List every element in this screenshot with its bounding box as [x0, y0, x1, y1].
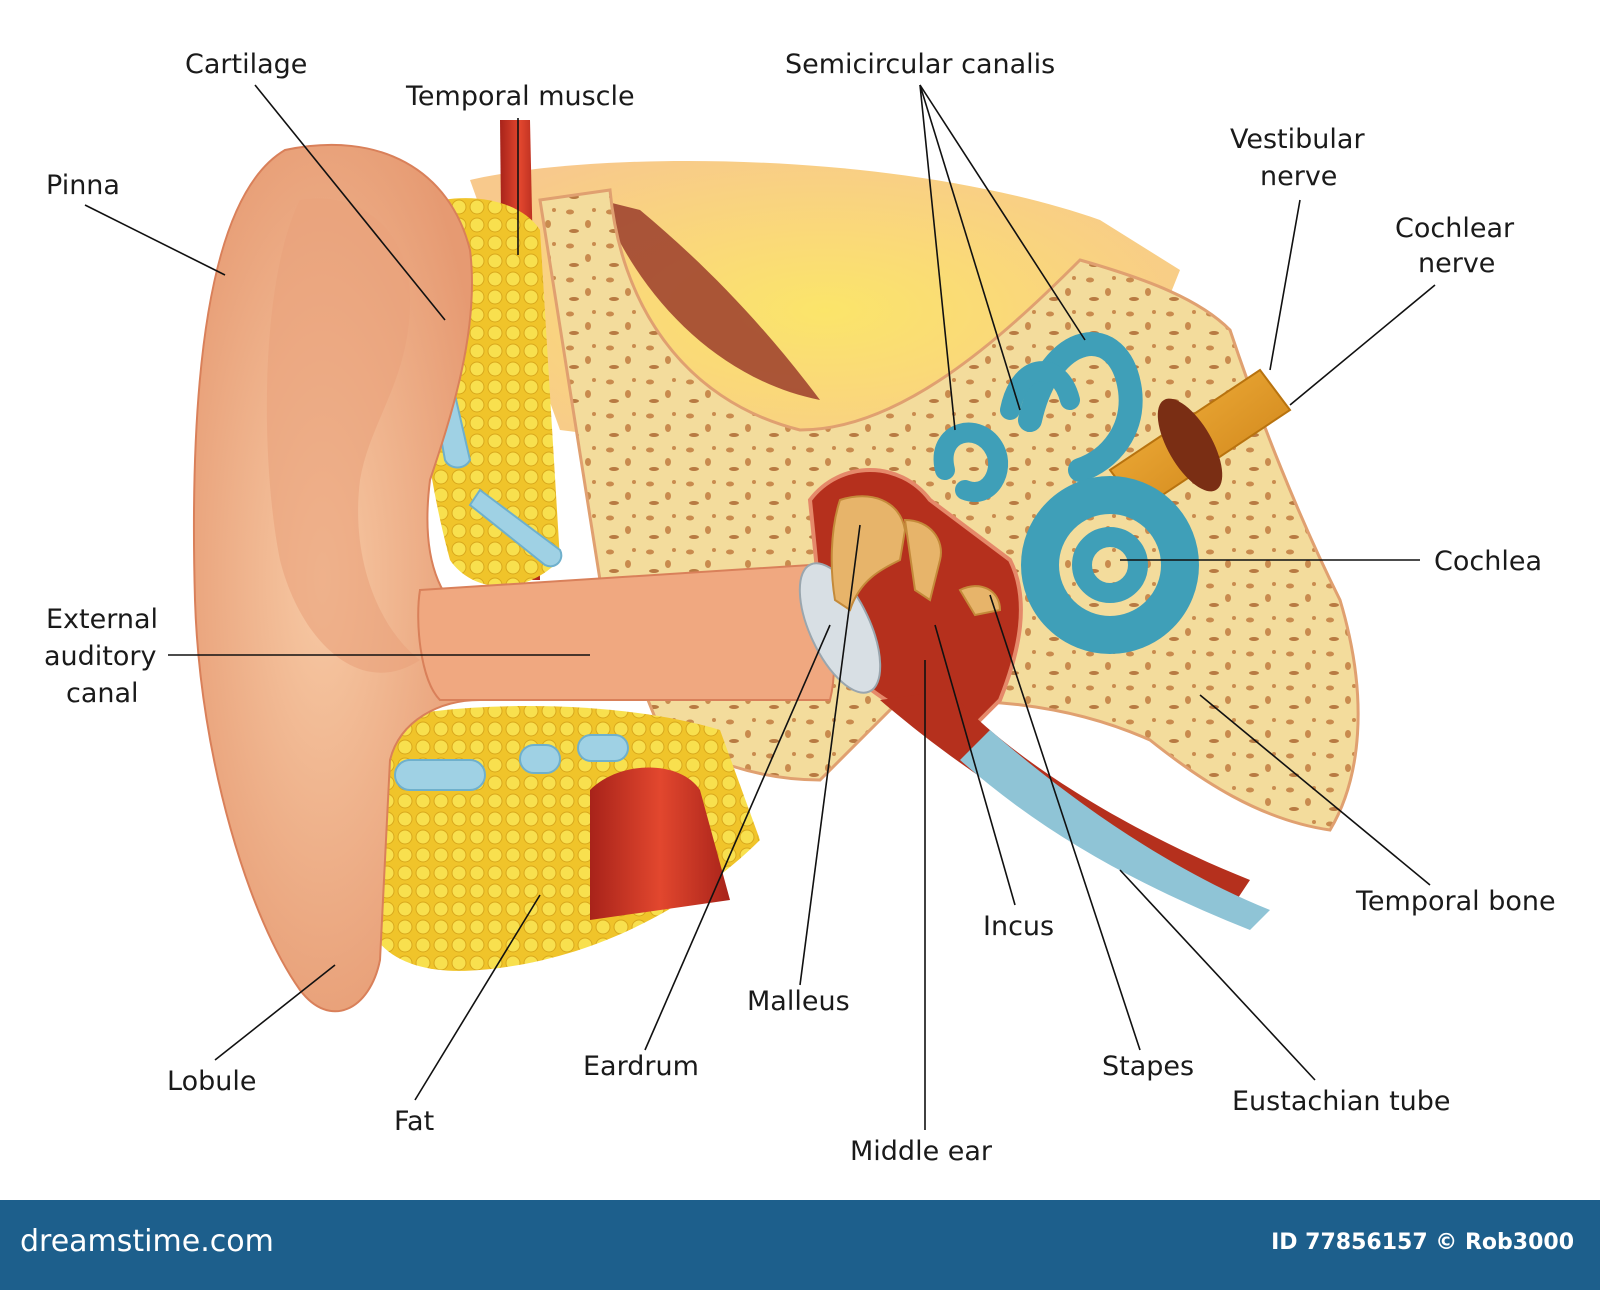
label-incus: Incus: [983, 911, 1054, 942]
label-middle-ear: Middle ear: [850, 1136, 993, 1167]
ossicles-shape: [830, 495, 1002, 617]
footer-brand: dreamstime.com: [20, 1224, 274, 1259]
eardrum-shape: [798, 562, 882, 694]
label-pinna: Pinna: [46, 170, 120, 201]
label-semicircular-canalis: Semicircular canalis: [785, 49, 1055, 80]
pinna-shape: [192, 143, 482, 1013]
inner-ear-shape: [933, 332, 1199, 654]
label-eustachian-tube: Eustachian tube: [1232, 1086, 1451, 1117]
label-temporal-bone: Temporal bone: [1355, 886, 1556, 917]
label-lobule: Lobule: [167, 1066, 256, 1097]
neck-muscle-shape: [590, 767, 730, 920]
watermark-footer: dreamstime.com ID 77856157 © Rob3000: [0, 1200, 1600, 1290]
labels: Cartilage Temporal muscle Semicircular c…: [44, 49, 1556, 1167]
label-stapes: Stapes: [1102, 1051, 1194, 1082]
label-cochlear-nerve-line1: Cochlear: [1395, 213, 1515, 244]
label-cochlear-nerve-line2: nerve: [1418, 248, 1495, 279]
label-fat: Fat: [394, 1106, 434, 1137]
label-vestibular-nerve-line2: nerve: [1260, 161, 1337, 192]
external-canal-shape: [417, 563, 835, 701]
label-temporal-muscle: Temporal muscle: [405, 81, 635, 112]
label-external-canal-line1: External: [46, 604, 158, 635]
label-malleus: Malleus: [747, 986, 850, 1017]
label-eardrum: Eardrum: [583, 1051, 699, 1082]
label-vestibular-nerve-line1: Vestibular: [1230, 124, 1365, 155]
label-cochlea: Cochlea: [1434, 546, 1542, 577]
label-external-canal-line2: auditory: [44, 641, 157, 672]
label-external-canal-line3: canal: [66, 678, 139, 709]
label-cartilage: Cartilage: [185, 49, 307, 80]
footer-credit: ID 77856157 © Rob3000: [1271, 1230, 1574, 1255]
leader-lines: [84, 84, 1436, 1130]
